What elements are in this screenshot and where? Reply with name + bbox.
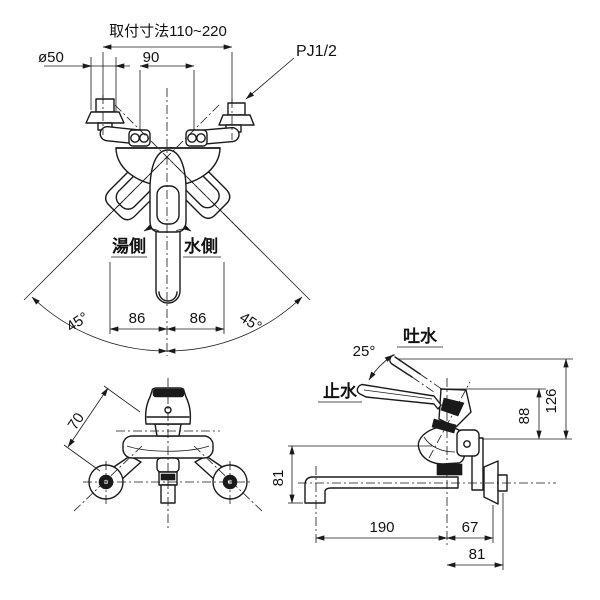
port-screw — [463, 440, 471, 448]
spout-swivel-nut — [436, 463, 463, 476]
dim-height-open: 126 — [398, 358, 573, 440]
right-hex-cap — [227, 102, 246, 116]
left-leg-axis — [72, 445, 143, 513]
leader-line — [245, 57, 295, 100]
offset-left-label: 86 — [129, 310, 146, 327]
height-open-label: 126 — [543, 388, 560, 413]
mounting-dim-label: 取付寸法110~220 — [109, 23, 227, 40]
side-labels: 湯側 水側 — [111, 224, 221, 258]
spout-reach-label: 190 — [369, 519, 394, 536]
swing-range-fan — [23, 104, 311, 354]
lever-handle-front — [149, 149, 187, 233]
offset-right-label: 86 — [190, 310, 207, 327]
hot-side-label: 湯側 — [112, 236, 146, 256]
thread-type-label: PJ1/2 — [296, 43, 337, 60]
swing-angle-left-label: 45° — [63, 309, 91, 336]
check-valve-port — [456, 429, 480, 457]
cartridge-axis-centerline — [428, 381, 471, 459]
swing-arc-left — [31, 296, 168, 354]
dim-mounting-range: 取付寸法110~220 — [102, 23, 233, 102]
dim-offset-86: 86 86 — [109, 262, 225, 334]
lever-end-top — [152, 388, 185, 398]
dim-body-depth: 70 — [63, 385, 141, 472]
lever-closed-position — [356, 383, 442, 410]
lever-angle-arc — [368, 354, 394, 381]
right-leg-axis — [193, 445, 264, 513]
left-wall-flange — [85, 111, 125, 124]
inlet-spacing-label: 90 — [143, 49, 160, 66]
side-view: 25° 吐水 止水 81 88 126 190 67 — [270, 326, 573, 570]
spout-height-label: 81 — [270, 470, 287, 487]
cartridge-ring — [431, 418, 457, 434]
cold-side-label: 水側 — [184, 236, 218, 256]
left-wall-union — [85, 98, 151, 147]
dim-pipe-length: 81 — [446, 493, 504, 570]
right-nut-detail — [196, 133, 206, 143]
diagonal-centerline — [88, 104, 220, 236]
dim-spout-height: 81 — [270, 445, 432, 504]
left-hex-cap — [95, 98, 115, 113]
spout-pipe-side — [304, 476, 459, 504]
rotate-arrow-left-icon — [143, 224, 160, 232]
lever-open-position — [389, 354, 444, 393]
wall-flange-side — [483, 460, 499, 505]
body-depth-label: 70 — [65, 410, 88, 433]
right-wall-flange — [218, 114, 255, 126]
swing-arc-right — [166, 296, 303, 354]
lever-angle-label: 25° — [353, 343, 376, 360]
body-contour-line — [423, 436, 456, 453]
center-to-wall-label: 67 — [462, 519, 479, 536]
top-view: 70 — [63, 378, 264, 530]
rotate-arrow-right-icon — [175, 224, 192, 232]
pipe-length-label: 81 — [469, 546, 486, 563]
dim-inlet-spacing: 90 — [139, 49, 195, 130]
diagonal-centerline — [114, 104, 246, 236]
flange-diameter-label: ø50 — [38, 49, 64, 66]
dim-flange-diameter: ø50 — [38, 49, 130, 112]
lever-contour — [363, 389, 433, 400]
right-wall-union — [185, 102, 255, 147]
shutoff-label: 止水 — [323, 381, 358, 401]
swing-angle-right-label: 45° — [236, 309, 264, 336]
discharge-label: 吐水 — [403, 326, 438, 346]
dim-spout-reach: 190 67 — [315, 505, 494, 543]
thread-callout: PJ1/2 — [245, 43, 337, 100]
dim-height-closed: 88 — [440, 388, 546, 440]
height-closed-label: 88 — [516, 408, 533, 425]
front-view: 取付寸法110~220 ø50 90 PJ1/2 湯側 水側 — [23, 23, 337, 356]
